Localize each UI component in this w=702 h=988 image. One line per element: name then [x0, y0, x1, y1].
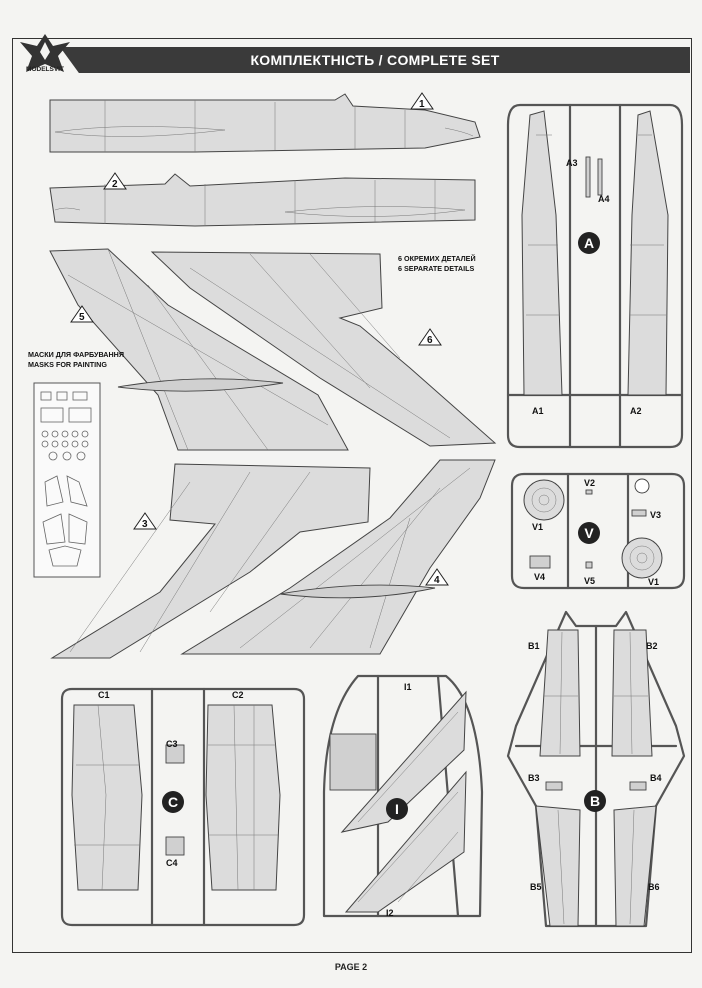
page-title: КОМПЛЕКТНІСТЬ / COMPLETE SET: [250, 52, 500, 68]
label-b1: B1: [528, 641, 540, 651]
masks-ua: МАСКИ ДЛЯ ФАРБУВАННЯ: [28, 350, 125, 359]
wing-part-5: [49, 248, 349, 451]
sprue-letter-i: I: [386, 798, 408, 820]
label-v5: V5: [584, 576, 596, 586]
svg-text:1: 1: [419, 99, 425, 110]
masks-en: MASKS FOR PAINTING: [28, 360, 107, 369]
label-b2: B2: [646, 641, 658, 651]
label-c1: C1: [98, 690, 110, 700]
label-v4: V4: [534, 572, 546, 582]
label-c3: C3: [166, 739, 178, 749]
sprue-a: [506, 103, 684, 449]
label-v1-bottom: V1: [648, 577, 660, 587]
part-number-1: 1: [410, 92, 434, 110]
label-b3: B3: [528, 773, 540, 783]
separate-details-en: 6 SEPARATE DETAILS: [398, 264, 475, 273]
label-a2: A2: [630, 406, 642, 416]
fuselage-right-half: [49, 173, 476, 227]
label-b6: B6: [648, 882, 660, 892]
masks-note: МАСКИ ДЛЯ ФАРБУВАННЯ MASKS FOR PAINTING: [28, 350, 124, 370]
sprue-letter-a: A: [578, 232, 600, 254]
sprue-v: [510, 472, 686, 590]
wing-part-3: [50, 463, 371, 659]
wing-part-4: [180, 459, 496, 655]
masks-sheet: [33, 382, 101, 578]
label-c4: C4: [166, 858, 178, 868]
label-b5: B5: [530, 882, 542, 892]
label-v2: V2: [584, 478, 596, 488]
wing-part-6: [150, 251, 497, 447]
label-a4: A4: [598, 194, 610, 204]
brand-logo-icon: [20, 34, 70, 72]
sprue-i: [322, 674, 484, 918]
svg-text:6: 6: [427, 335, 433, 346]
fuselage-left-half: [49, 93, 481, 153]
label-a3: A3: [566, 158, 578, 168]
part-number-3: 3: [133, 512, 157, 530]
label-c2: C2: [232, 690, 244, 700]
svg-text:5: 5: [79, 312, 85, 323]
part-number-4: 4: [425, 568, 449, 586]
title-banner: [60, 47, 690, 73]
sprue-letter-v: V: [578, 522, 600, 544]
separate-details-ua: 6 ОКРЕМИХ ДЕТАЛЕЙ: [398, 254, 476, 263]
svg-text:4: 4: [434, 575, 440, 586]
page-number: PAGE 2: [334, 962, 368, 972]
label-i2: I2: [386, 908, 394, 918]
label-v3: V3: [650, 510, 662, 520]
brand-name: MODELSVIT: [26, 66, 64, 73]
svg-text:2: 2: [112, 179, 118, 190]
label-v1-top: V1: [532, 522, 544, 532]
svg-text:3: 3: [142, 519, 148, 530]
part-number-5: 5: [70, 305, 94, 323]
separate-details-note: 6 ОКРЕМИХ ДЕТАЛЕЙ 6 SEPARATE DETAILS: [398, 254, 476, 274]
label-i1: I1: [404, 682, 412, 692]
part-number-2: 2: [103, 172, 127, 190]
page-frame: [12, 38, 692, 953]
sprue-b: [506, 610, 686, 928]
sprue-c: [60, 687, 306, 927]
sprue-letter-c: C: [162, 791, 184, 813]
label-a1: A1: [532, 406, 544, 416]
label-b4: B4: [650, 773, 662, 783]
part-number-6: 6: [418, 328, 442, 346]
sprue-letter-b: B: [584, 790, 606, 812]
